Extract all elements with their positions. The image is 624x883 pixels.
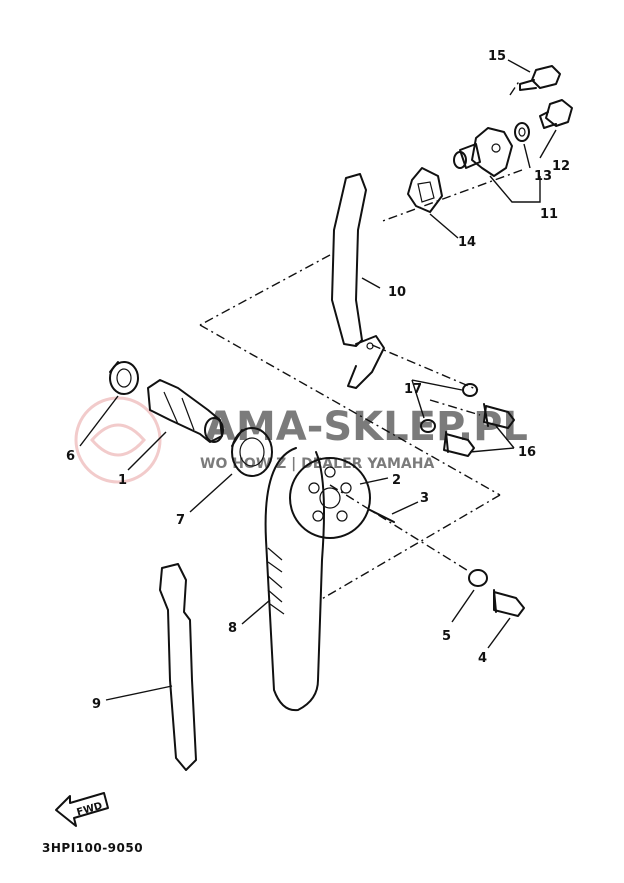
bolt-4	[493, 589, 525, 617]
label-6: 6	[66, 449, 75, 464]
label-17: 17	[404, 382, 422, 397]
label-12: 12	[552, 159, 570, 174]
label-8: 8	[228, 621, 237, 636]
watermark: AMA-SKLEP.PL WO HOW Z | DEALER YAMAHA	[74, 396, 528, 484]
washer-17a	[462, 383, 478, 397]
label-14: 14	[458, 235, 476, 250]
tensioner-11	[453, 127, 513, 177]
bolt-16a	[483, 403, 515, 429]
label-9: 9	[92, 697, 101, 712]
washer-13	[514, 122, 530, 142]
label-13: 13	[534, 169, 552, 184]
gasket-14	[407, 167, 443, 213]
bearing-7	[231, 427, 273, 477]
label-7: 7	[176, 513, 185, 528]
label-1: 1	[118, 473, 127, 488]
bolt-12	[539, 99, 573, 129]
washer-17b	[420, 419, 436, 433]
label-3: 3	[420, 491, 429, 506]
bearing-6	[109, 361, 139, 395]
label-10: 10	[388, 285, 406, 300]
leader-lines	[79, 59, 557, 701]
pin-3	[369, 509, 395, 523]
bolt-15	[519, 65, 561, 91]
label-15: 15	[488, 49, 506, 64]
fwd-arrow: FWD	[55, 792, 109, 827]
watermark-logo-mark	[90, 423, 146, 457]
watermark-logo	[74, 396, 162, 484]
washer-5	[468, 569, 488, 587]
watermark-brand: AMA-SKLEP.PL	[205, 404, 528, 450]
diagram-code: 3HPI100-9050	[42, 841, 143, 855]
label-2: 2	[392, 473, 401, 488]
chain-guide-9	[159, 563, 197, 771]
reference-lines	[199, 79, 523, 601]
part-labels: 15 12 13 11 14 10 17 16 6 1 7 2 3 5 4 8 …	[66, 49, 570, 712]
fwd-label: FWD	[76, 801, 104, 819]
cam-chain-8	[264, 447, 325, 712]
label-11: 11	[540, 207, 558, 222]
chain-guide-10	[331, 173, 385, 389]
sprocket-2	[289, 457, 371, 539]
label-5: 5	[442, 629, 451, 644]
camshaft-1	[147, 379, 224, 443]
label-16: 16	[518, 445, 536, 460]
label-4: 4	[478, 651, 487, 666]
watermark-tagline: WO HOW Z | DEALER YAMAHA	[200, 456, 434, 472]
